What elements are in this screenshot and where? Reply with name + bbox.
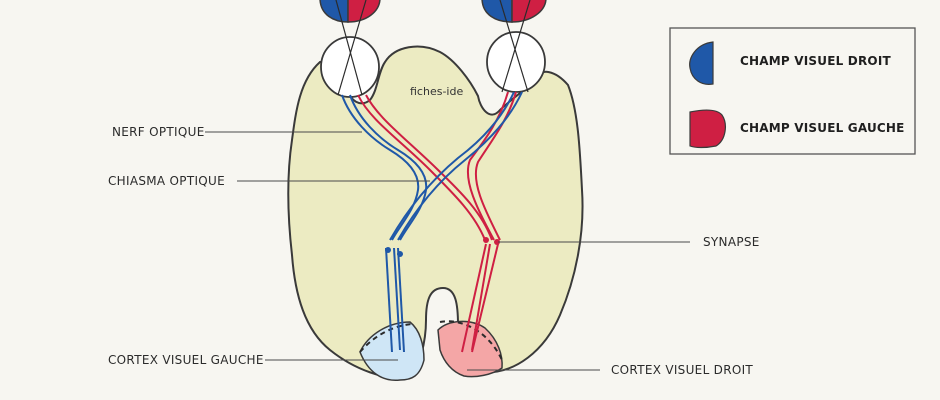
cortex-right-area [437, 320, 503, 378]
label-cortex-visuel-gauche: CORTEX VISUEL GAUCHE [108, 353, 264, 367]
label-nerf-optique: NERF OPTIQUE [112, 125, 205, 139]
legend-blue-shape [689, 41, 714, 85]
synapse-points [385, 237, 500, 257]
leader-lines [205, 131, 690, 371]
label-chiasma-optique: CHIASMA OPTIQUE [108, 174, 225, 188]
right-eyeball [481, 0, 547, 23]
brain-outline [287, 45, 584, 380]
left-eyeball [319, 0, 381, 23]
blue-pathway [341, 91, 523, 353]
light-rays [335, 0, 531, 96]
cortex-left-boundary [359, 323, 413, 353]
left-eye-globe [320, 36, 380, 98]
watermark-text: fiches-ide [410, 85, 463, 98]
legend-red-shape [689, 109, 726, 149]
label-synapse: SYNAPSE [703, 235, 760, 249]
legend-label-champ-visuel-droit: CHAMP VISUEL DROIT [740, 54, 891, 68]
left-eye-red-half [347, 0, 381, 23]
legend-box: CHAMP VISUEL DROIT CHAMP VISUEL GAUCHE [669, 27, 916, 155]
label-cortex-visuel-droit: CORTEX VISUEL DROIT [611, 363, 753, 377]
legend-label-champ-visuel-gauche: CHAMP VISUEL GAUCHE [740, 121, 905, 135]
red-pathway [357, 91, 517, 353]
right-eye-globe [486, 31, 546, 93]
